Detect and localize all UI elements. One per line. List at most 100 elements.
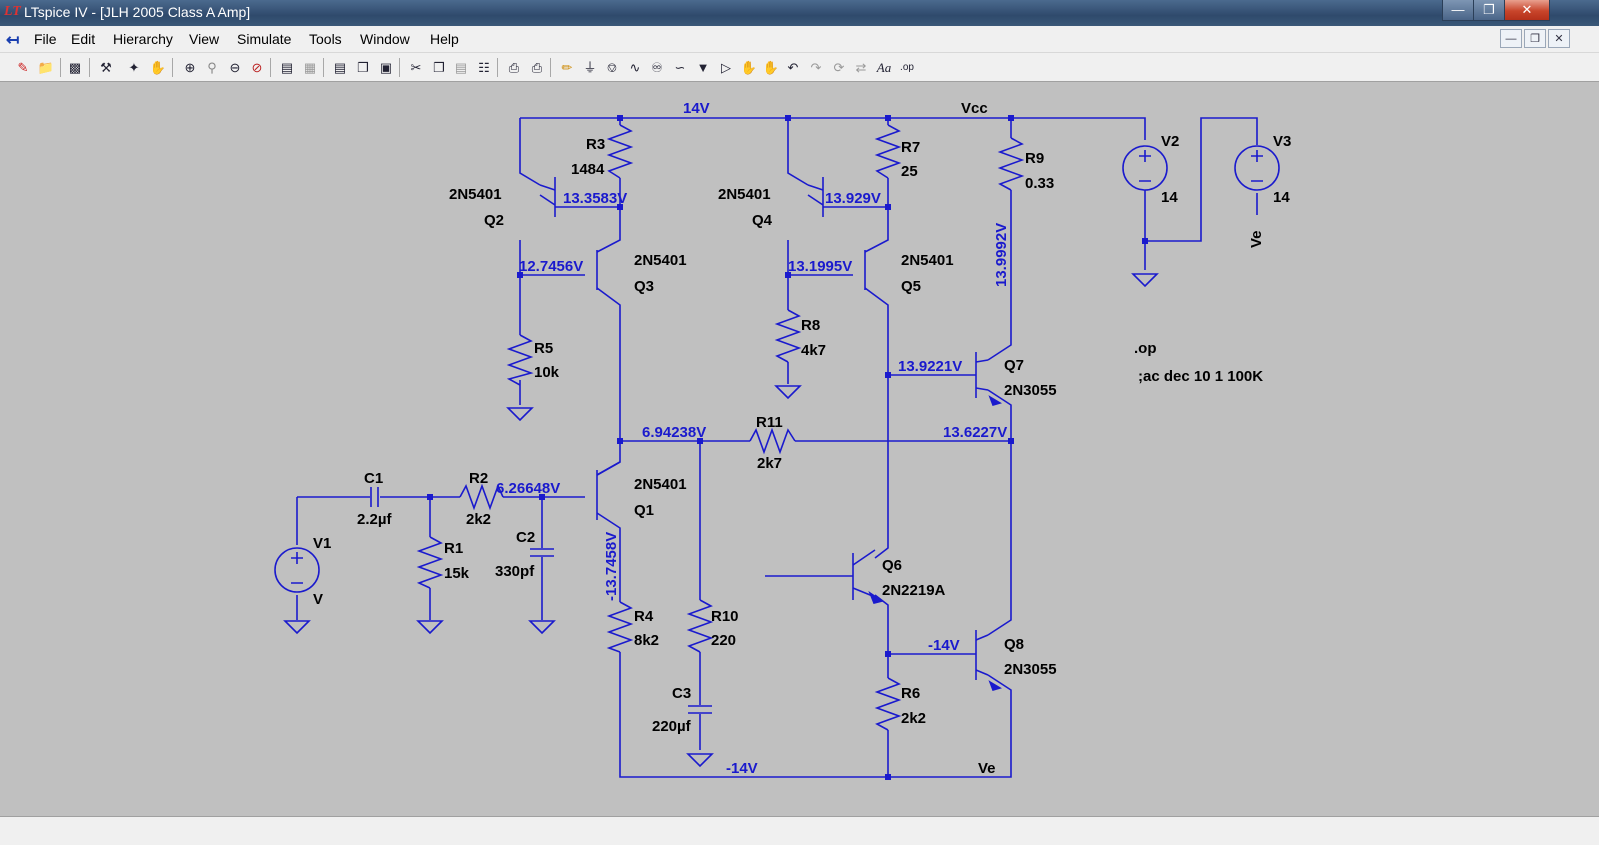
c2-symbol[interactable] [530, 548, 554, 557]
move-icon[interactable]: ✋ [740, 60, 758, 75]
ground-icon[interactable]: ⏚ [583, 60, 597, 75]
minimize-icon[interactable]: — [1442, 0, 1474, 21]
cascade-icon[interactable]: ❐ [357, 60, 369, 75]
ground-icon[interactable] [686, 753, 714, 768]
q4-emitter-wire[interactable] [823, 206, 889, 253]
r10-symbol[interactable] [686, 599, 714, 653]
mdi-restore-icon[interactable]: ❐ [1524, 29, 1546, 48]
v3-symbol[interactable] [1234, 145, 1280, 191]
output-wire[interactable] [987, 389, 1012, 636]
c3-symbol[interactable] [688, 705, 712, 714]
menu-tools[interactable]: Tools [309, 31, 342, 47]
pan-icon[interactable]: ⚲ [207, 60, 217, 75]
menu-window[interactable]: Window [360, 31, 410, 47]
r1-symbol[interactable] [416, 536, 444, 589]
capacitor-icon[interactable]: ♾ [651, 60, 663, 75]
r4-symbol[interactable] [606, 601, 634, 653]
run-icon[interactable]: ✦ [128, 60, 140, 75]
c3-value: 220µf [652, 718, 692, 735]
open-icon[interactable]: 📁 [37, 60, 55, 75]
vcc-rail-wire[interactable] [520, 117, 1146, 140]
ground-icon[interactable] [416, 620, 444, 635]
mirror-icon[interactable]: ⇄ [855, 60, 867, 75]
r2-symbol[interactable] [459, 483, 504, 511]
undo-icon[interactable]: ↶ [787, 60, 799, 75]
control-panel-icon[interactable]: ⚒ [100, 60, 112, 75]
r3-symbol[interactable] [606, 124, 634, 179]
inductor-icon[interactable]: ∽ [674, 60, 686, 75]
drag-icon[interactable]: ✋ [762, 60, 780, 75]
r11-symbol[interactable] [749, 427, 796, 455]
ground-icon[interactable] [774, 385, 802, 400]
ground-icon[interactable] [506, 407, 534, 422]
c1-symbol[interactable] [370, 487, 379, 507]
ground-icon[interactable] [283, 620, 311, 635]
new-schematic-icon[interactable]: ✎ [17, 60, 29, 75]
halt-icon[interactable]: ✋ [149, 60, 167, 75]
mdi-close-icon[interactable]: ✕ [1548, 29, 1570, 48]
voltage-label-q1-e: -13.7458V [603, 532, 620, 601]
r5-symbol[interactable] [506, 334, 534, 386]
plot-icon[interactable]: ▤ [280, 60, 294, 75]
q8-emitter-wire[interactable] [888, 674, 1012, 778]
menu-edit[interactable]: Edit [71, 31, 96, 47]
menu-view[interactable]: View [189, 31, 220, 47]
r9-symbol[interactable] [997, 137, 1025, 191]
q3-collector-wire[interactable] [596, 287, 621, 441]
zoom-out-icon[interactable]: ⊖ [229, 60, 241, 75]
close-window-icon[interactable]: ▣ [379, 60, 393, 75]
cut-icon[interactable]: ✂ [410, 60, 422, 75]
voltage-label-rail: 14V [683, 100, 710, 117]
v3-top-wire[interactable] [1145, 117, 1258, 242]
ground-icon[interactable] [1131, 273, 1159, 288]
neg-rail-wire[interactable] [619, 652, 888, 778]
autorange-icon[interactable]: ▦ [303, 60, 317, 75]
r6-symbol[interactable] [874, 677, 902, 731]
mdi-minimize-icon[interactable]: — [1500, 29, 1522, 48]
print-setup-icon[interactable]: ⎙ [508, 60, 520, 75]
q2-emitter-wire[interactable] [555, 206, 621, 253]
r9-value: 0.33 [1025, 175, 1054, 192]
redo-icon[interactable]: ↷ [810, 60, 822, 75]
paste-icon[interactable]: ▤ [454, 60, 468, 75]
spice-directive-icon[interactable]: .op [900, 62, 914, 73]
component-icon[interactable]: ▷ [721, 60, 731, 75]
menu-hierarchy[interactable]: Hierarchy [113, 31, 173, 47]
menu-simulate[interactable]: Simulate [237, 31, 292, 47]
diode-icon[interactable]: ▼ [696, 60, 710, 75]
zoom-in-icon[interactable]: ⊕ [184, 60, 196, 75]
maximize-icon[interactable]: ❐ [1473, 0, 1505, 21]
q6-emitter-wire[interactable] [874, 594, 889, 678]
v2-symbol[interactable] [1122, 145, 1168, 191]
toolbar-divider [497, 58, 498, 77]
resistor-icon[interactable]: ∿ [629, 60, 641, 75]
rotate-icon[interactable]: ⟳ [833, 60, 845, 75]
find-icon[interactable]: ☷ [478, 60, 490, 75]
ltspice-icon[interactable]: LT [4, 4, 21, 19]
q2-collector-wire[interactable] [519, 118, 541, 186]
menu-file[interactable]: File [34, 31, 57, 47]
schematic: 14V 13.3583V 12.7456V 13.929V 13.1995V 1… [274, 100, 1291, 780]
wire-icon[interactable]: ✏ [561, 60, 573, 75]
q4-collector-wire[interactable] [787, 118, 809, 186]
q6-model: 2N2219A [882, 582, 946, 599]
q5-collector-wire[interactable] [864, 287, 889, 559]
r8-symbol[interactable] [774, 309, 802, 363]
close-icon[interactable]: ✕ [1504, 0, 1550, 21]
ground-icon[interactable] [528, 620, 556, 635]
text-icon[interactable]: Aa [876, 60, 892, 75]
q1-collector-wire[interactable] [596, 441, 621, 476]
q1-emitter-wire[interactable] [596, 512, 621, 602]
r7-symbol[interactable] [874, 124, 902, 179]
schematic-canvas[interactable]: 14V 13.3583V 12.7456V 13.929V 13.1995V 1… [0, 82, 1599, 816]
copy-icon[interactable]: ❐ [433, 60, 445, 75]
save-icon[interactable]: ▩ [68, 60, 82, 75]
print-icon[interactable]: ⎙ [531, 60, 543, 75]
zoom-fit-icon[interactable]: ⊘ [251, 60, 263, 75]
q7-collector-wire[interactable] [987, 190, 1012, 361]
menu-help[interactable]: Help [430, 31, 459, 47]
label-icon[interactable]: ⎊ [606, 60, 618, 75]
v1-symbol[interactable] [274, 547, 320, 593]
ltspice-menu-icon[interactable]: ↤ [6, 32, 20, 49]
tile-horizontal-icon[interactable]: ▤ [333, 60, 347, 75]
